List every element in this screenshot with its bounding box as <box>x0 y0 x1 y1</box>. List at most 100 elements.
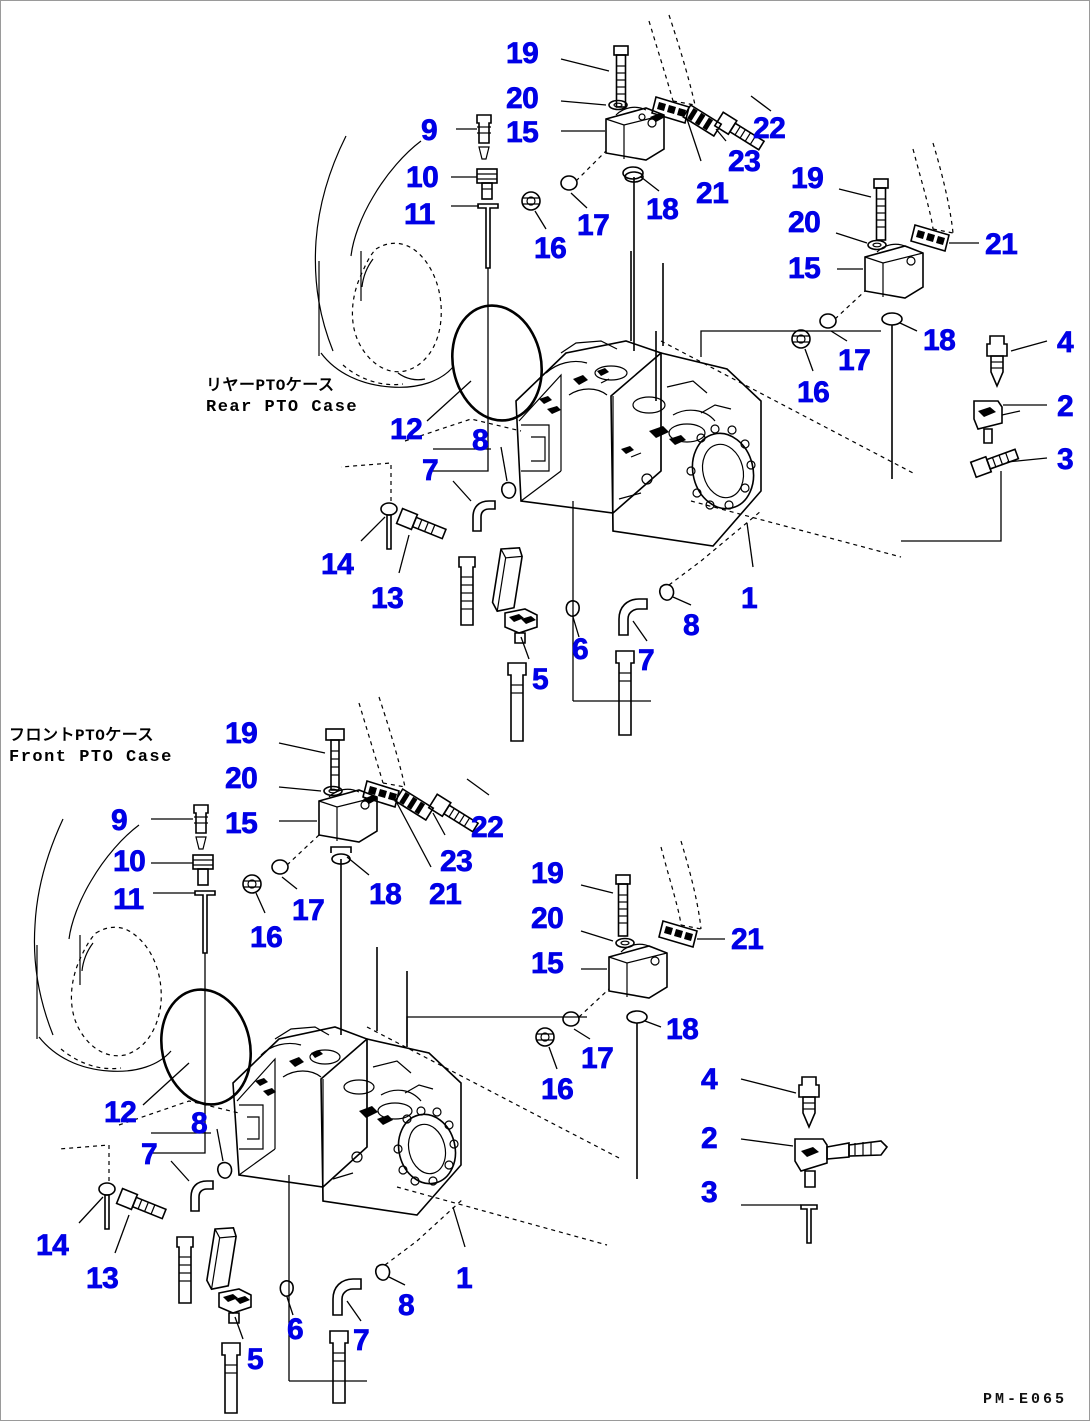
callout-number-9: 9 <box>111 804 128 837</box>
callout-number-8: 8 <box>398 1289 415 1322</box>
callout-number-2: 2 <box>1057 390 1074 423</box>
part-17-washer-lower-right <box>562 1011 580 1027</box>
part-6-seal <box>565 600 580 617</box>
callout-number-23: 23 <box>440 845 474 878</box>
part-8-seal-lower-right <box>375 1263 391 1281</box>
o-ring-12 <box>440 295 554 431</box>
callout-number-20: 20 <box>225 762 259 795</box>
rear-pto-case-outline <box>314 135 454 388</box>
part-19-bolt-lower <box>325 728 345 791</box>
part-18-cap-lower-right <box>626 1010 648 1024</box>
callout-number-17: 17 <box>838 344 872 377</box>
part-15-valve-block-lower-right <box>608 943 668 999</box>
callout-number-1: 1 <box>741 582 758 615</box>
callout-number-4: 4 <box>1057 326 1074 359</box>
callout-number-8: 8 <box>683 609 700 642</box>
callout-number-19: 19 <box>506 37 540 70</box>
callout-number-17: 17 <box>292 894 326 927</box>
callout-number-15: 15 <box>531 947 565 980</box>
part-19-bolt <box>613 45 629 108</box>
callout-number-10: 10 <box>113 845 147 878</box>
part-5-bolt-long <box>458 556 476 626</box>
part-7-elbow-lower-right <box>332 1278 362 1316</box>
upper-assembly-drawing <box>314 14 1048 742</box>
part-20-washer-right <box>867 239 887 251</box>
part-22-bolt <box>713 111 766 151</box>
part-7-elbow-right <box>618 598 648 636</box>
callout-number-1: 1 <box>456 1262 473 1295</box>
part-5-bolt-lower-long <box>176 1236 194 1304</box>
callout-number-22: 22 <box>471 811 505 844</box>
part-4-valve <box>986 335 1008 389</box>
callout-number-10: 10 <box>406 161 440 194</box>
callout-number-8: 8 <box>191 1107 208 1140</box>
part-6-fitting-lower <box>218 1288 252 1324</box>
callout-number-15: 15 <box>788 252 822 285</box>
callout-number-6: 6 <box>572 633 589 666</box>
part-19-bolt-lower-right <box>615 874 631 937</box>
callout-number-23: 23 <box>728 145 762 178</box>
callout-number-7: 7 <box>141 1138 158 1171</box>
callout-number-19: 19 <box>791 162 825 195</box>
part-7-bolt-lower-under <box>329 1330 349 1404</box>
part-2-fitting <box>973 400 1021 444</box>
group-label-jp: リヤーPTOケース <box>206 377 335 395</box>
part-15-valve-block-lower <box>318 788 378 843</box>
callout-number-15: 15 <box>225 807 259 840</box>
callout-number-8: 8 <box>472 424 489 457</box>
callout-number-17: 17 <box>577 209 611 242</box>
callout-number-16: 16 <box>534 232 568 265</box>
callout-number-12: 12 <box>390 413 424 446</box>
callout-number-16: 16 <box>250 921 284 954</box>
group-label-jp: フロントPTOケース <box>9 727 155 745</box>
part-15-valve-block <box>605 106 665 161</box>
part-21-lever-upper <box>648 14 696 125</box>
part-5-tube <box>491 547 523 613</box>
callout-number-21: 21 <box>696 177 730 210</box>
part-16-nut <box>521 191 541 211</box>
part-3-bolt-lower <box>800 1204 818 1244</box>
part-16-nut-lower-right <box>535 1027 555 1047</box>
part-4-valve-lower <box>798 1076 820 1130</box>
part-10-fitting-lower <box>192 854 214 886</box>
callout-number-5: 5 <box>247 1343 264 1376</box>
part-3-bolt <box>969 448 1020 479</box>
part-17-washer-lower <box>271 859 289 875</box>
part-10-fitting <box>476 168 498 200</box>
callout-number-12: 12 <box>104 1096 138 1129</box>
callout-number-14: 14 <box>36 1229 70 1262</box>
part-18-cap <box>622 166 644 180</box>
lower-assembly-drawing <box>33 696 889 1414</box>
part-21-lever-lower <box>358 696 406 809</box>
part-16-nut-right <box>791 329 811 349</box>
callout-number-16: 16 <box>797 376 831 409</box>
part-17-washer <box>560 175 578 191</box>
part-8-seal-lower-left <box>217 1161 233 1179</box>
callout-number-13: 13 <box>371 582 405 615</box>
callout-number-20: 20 <box>506 82 540 115</box>
part-18-cap-right <box>881 312 903 326</box>
callout-number-21: 21 <box>731 923 765 956</box>
callout-number-7: 7 <box>638 644 655 677</box>
callout-number-2: 2 <box>701 1122 718 1155</box>
part-14-pin-upper <box>380 502 398 550</box>
callout-number-18: 18 <box>666 1013 700 1046</box>
part-11-pin-lower <box>194 890 216 954</box>
callout-number-22: 22 <box>753 112 787 145</box>
callout-number-3: 3 <box>1057 443 1074 476</box>
callout-number-20: 20 <box>788 206 822 239</box>
part-6-fitting <box>504 608 538 644</box>
part-6-seal-lower <box>279 1280 294 1297</box>
callout-number-19: 19 <box>531 857 565 890</box>
callout-number-13: 13 <box>86 1262 120 1295</box>
callout-number-18: 18 <box>369 878 403 911</box>
callout-number-17: 17 <box>581 1042 615 1075</box>
part-15-valve-block-right <box>864 243 924 299</box>
part-9-connector <box>476 114 492 160</box>
figure-code: PM-E065 <box>982 1391 1067 1408</box>
callout-number-18: 18 <box>646 193 680 226</box>
callout-number-6: 6 <box>287 1313 304 1346</box>
